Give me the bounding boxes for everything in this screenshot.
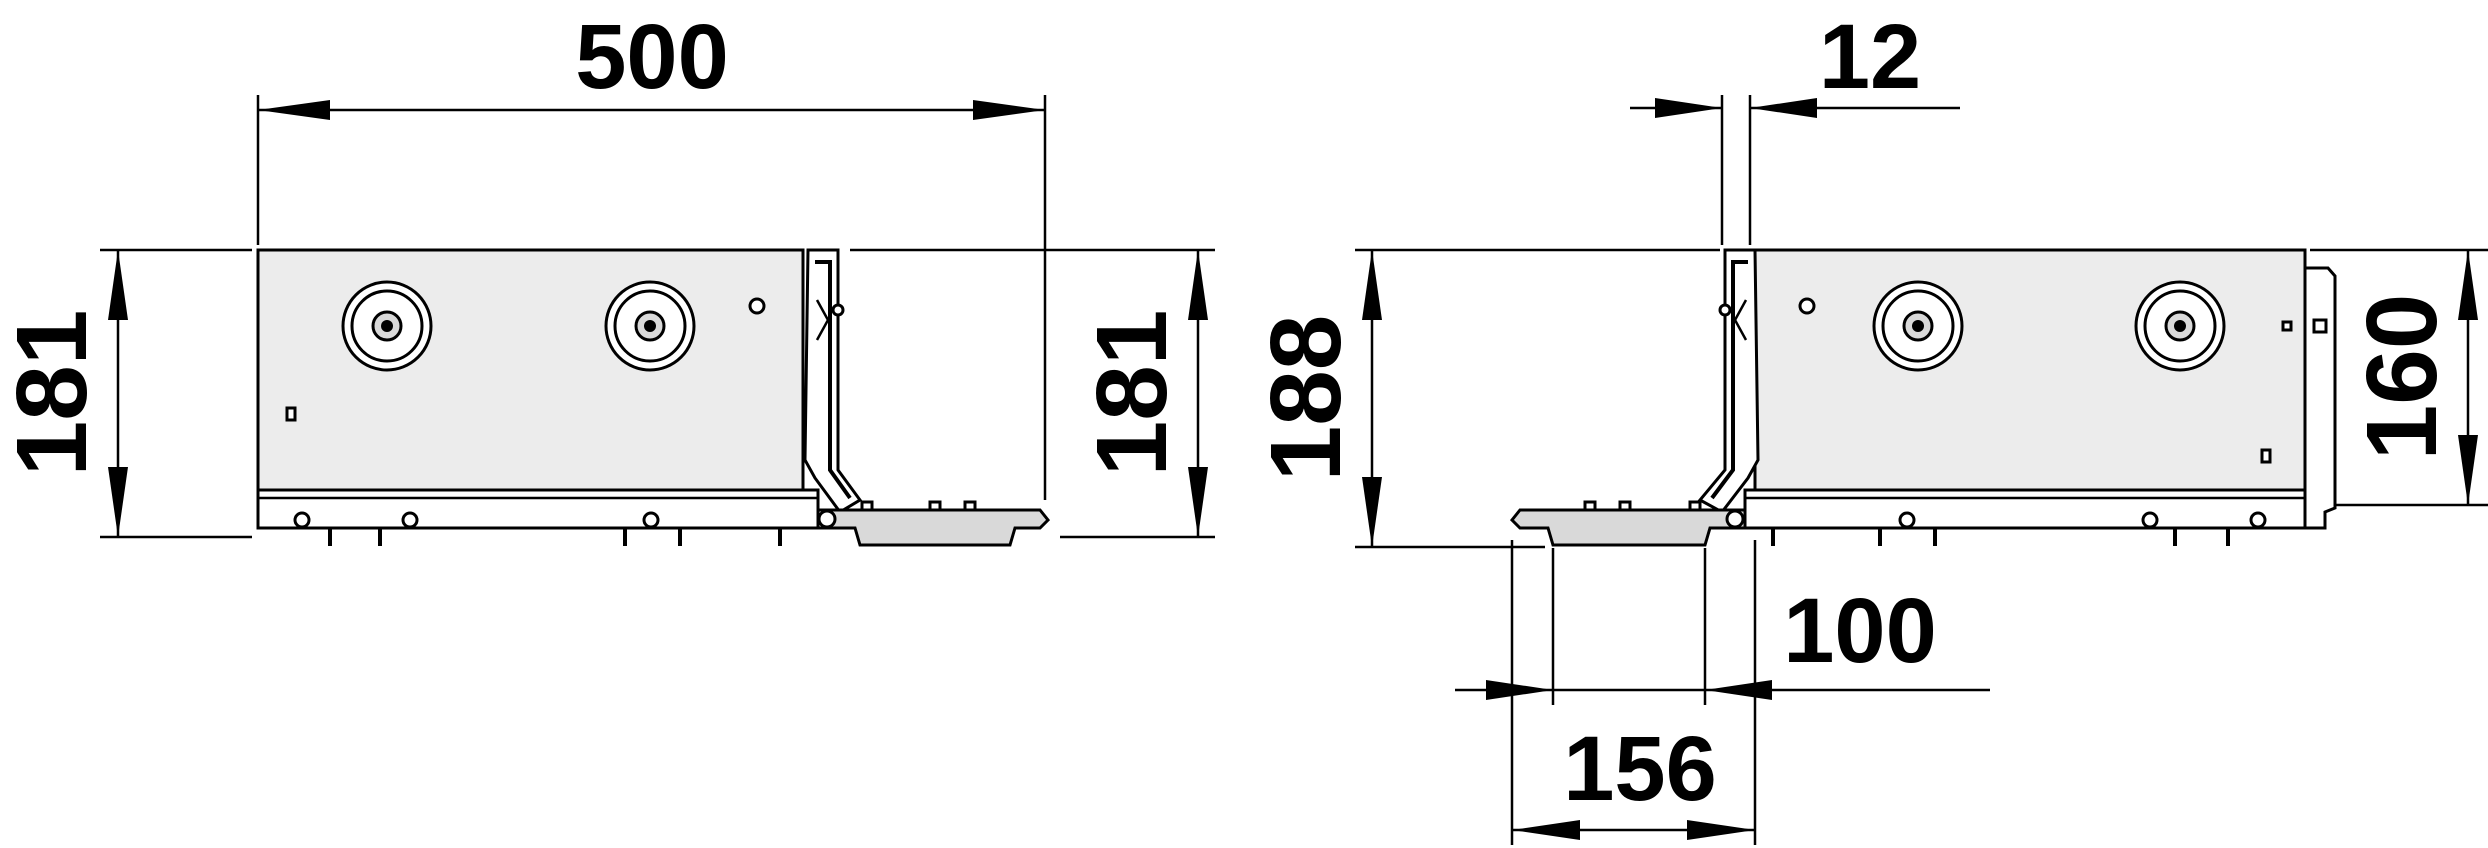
dim-right-tray-outer-label: 156: [1563, 718, 1717, 820]
right-panel: [1753, 248, 2307, 492]
left-bottom-rail: [256, 488, 820, 530]
dim-left-height-inner-label: 181: [1076, 310, 1188, 477]
right-nozzle-2: [2134, 280, 2226, 372]
dim-right-height-total: 188: [1250, 248, 1720, 549]
dim-right-tray-inner-label: 100: [1783, 580, 1937, 682]
right-nozzle-1: [1872, 280, 1964, 372]
dim-right-height-panel-label: 160: [2346, 294, 2458, 461]
right-bottom-rail: [1743, 488, 2317, 530]
dim-right-tray-inner: 100: [1455, 548, 1990, 705]
dim-right-height-total-label: 188: [1250, 315, 1362, 482]
dim-left-height-outer-label: 181: [0, 310, 108, 477]
dim-right-tray-outer: 156: [1510, 540, 1757, 845]
dim-left-height-outer: 181: [0, 248, 252, 539]
dim-right-thickness: 12: [1630, 6, 1960, 245]
left-view: [256, 248, 1051, 547]
left-nozzle-1: [341, 280, 433, 372]
dim-left-height-inner: 181: [850, 248, 1215, 539]
dim-left-width: 500: [256, 6, 1047, 500]
dim-left-width-label: 500: [575, 6, 729, 108]
left-panel: [256, 248, 805, 492]
left-nozzle-2: [604, 280, 696, 372]
dim-right-thickness-label: 12: [1819, 6, 1921, 108]
dim-right-height-panel: 160: [2310, 248, 2488, 507]
right-view: [1509, 248, 2337, 547]
